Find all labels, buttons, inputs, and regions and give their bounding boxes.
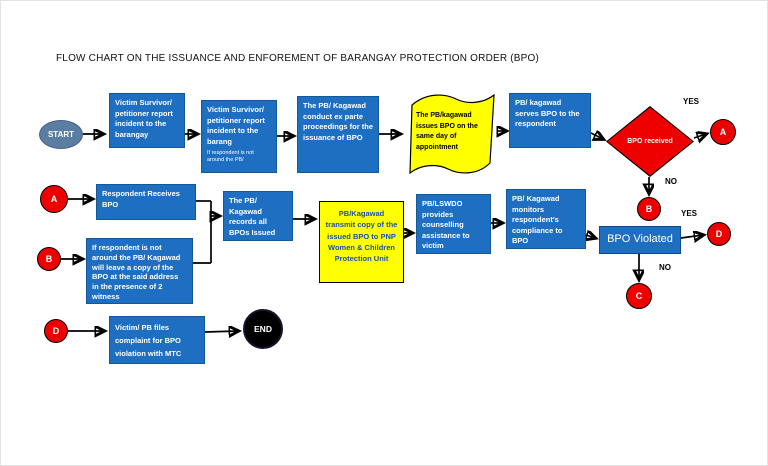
connector-c: C xyxy=(626,283,652,309)
arrow-monitor-to-violated xyxy=(586,235,595,238)
connector-a-left: A xyxy=(40,185,68,213)
node-monitors: PB/ Kagawad monitors respondent's compli… xyxy=(506,189,586,249)
connector-d-left: D xyxy=(44,319,68,343)
arrow-complaint-to-end xyxy=(204,331,238,332)
arrow-decision-yes xyxy=(693,134,706,138)
arrow-violated-yes xyxy=(680,235,703,238)
connector-b-left: B xyxy=(37,247,61,271)
connector-d-right: D xyxy=(707,222,731,246)
end-node: END xyxy=(243,309,283,349)
node-respondent-receives: Respondent Receives BPO xyxy=(96,184,196,220)
node-serve-respondent: PB/ kagawad serves BPO to the respondent xyxy=(509,93,591,148)
arrow-serve-to-decision xyxy=(590,133,603,139)
node-counselling: PB/LSWDO provides counselling assistance… xyxy=(416,194,491,254)
node-bpo-violated: BPO Violated xyxy=(599,226,681,254)
start-node: START xyxy=(39,120,83,149)
connector-a-right: A xyxy=(710,119,736,145)
node-records-bpo: The PB/ Kagawad records all BPOs Issued xyxy=(223,191,293,241)
node-issue-same-day: The PB/kagawad issues BPO on the same da… xyxy=(404,89,498,178)
label-violated-yes: YES xyxy=(681,209,698,218)
node-report-incident-1: Victim Survivor/ petitioner report incid… xyxy=(109,93,185,148)
node-report-incident-2-note: If respondent is not around the PB/ xyxy=(207,150,254,163)
connector-b-right: B xyxy=(637,197,661,221)
node-report-incident-2-text: Victim Survivor/ petitioner report incid… xyxy=(207,105,265,146)
node-ex-parte: The PB/ Kagawad conduct ex parte proceed… xyxy=(297,96,379,173)
page-title: FLOW CHART ON THE ISSUANCE AND ENFOREMEN… xyxy=(56,53,540,64)
label-violated-no: NO xyxy=(659,263,671,272)
node-file-complaint: Victim/ PB files complaint for BPO viola… xyxy=(109,316,205,364)
wave-shape xyxy=(409,93,495,175)
label-received-yes: YES xyxy=(683,97,700,106)
node-transmit-pnp: PB/Kagawad transmit copy of the issued B… xyxy=(319,201,404,283)
node-report-incident-2: Victim Survivor/ petitioner report incid… xyxy=(201,100,277,173)
node-leave-copy: If respondent is not around the PB/ Kaga… xyxy=(86,238,193,304)
label-received-no: NO xyxy=(665,177,677,186)
node-issue-same-day-label: The PB/kagawad issues BPO on the same da… xyxy=(416,112,478,151)
